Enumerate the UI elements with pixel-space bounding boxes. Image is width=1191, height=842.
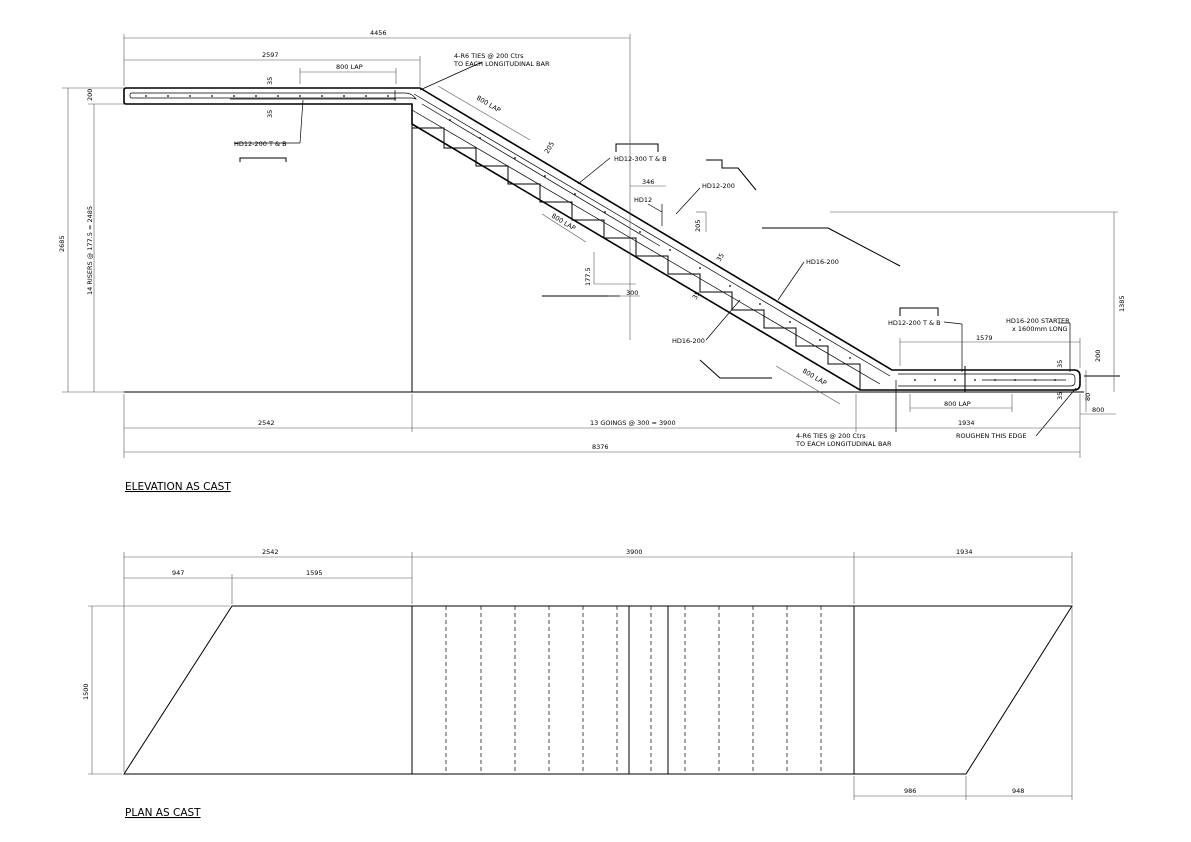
label-starter-2: x 1600mm LONG [1012,325,1068,333]
label-starter-1: HD16-200 STARTER [1006,317,1070,325]
dim-lap-slope-top: 800 LAP [475,94,502,115]
plan-dim-1934: 1934 [956,548,973,556]
dim-2542: 2542 [258,419,275,427]
label-hd12-300: HD12-300 T & B [614,155,667,163]
rebar-slope-bot [411,109,881,385]
dim-lap-slope-mid: 800 LAP [550,212,577,233]
dim-346: 346 [642,178,654,186]
dim-4456: 4456 [370,29,387,37]
dim-205-slope: 205 [543,140,556,155]
dim-35e: 35 [1056,360,1064,368]
bracket-left [239,157,287,162]
dim-177: 177.5 [584,267,592,286]
label-ties-bot-1: 4-R6 TIES @ 200 Ctrs [796,432,866,440]
dim-2597: 2597 [262,51,279,59]
bracket-right [899,307,939,316]
elevation-title: ELEVATION AS CAST [125,481,231,493]
dim-risers: 14 RISERS @ 177.5 = 2485 [86,206,94,295]
dim-35d: 35 [691,290,702,301]
dim-200-right: 200 [1094,350,1102,362]
plan-dim-948: 948 [1012,787,1024,795]
section-line-d [699,359,721,379]
label-hd16-upper: HD16-200 [806,258,839,266]
elevation-view: 4456 2597 800 LAP 35 35 200 14 RISERS @ … [58,29,1126,493]
step-profile [411,124,861,390]
dim-35a: 35 [266,77,274,85]
label-hd12: HD12 [634,196,652,204]
label-ties-top-1: 4-R6 TIES @ 200 Ctrs [454,52,524,60]
bracket-mid [615,143,659,152]
label-hd12-tb: HD12-200 T & B [234,140,287,148]
dim-8376: 8376 [592,443,609,451]
leaders [234,61,1077,437]
dim-205-right: 205 [694,220,702,232]
slab-outline [123,87,1081,391]
rebar-slope-top [413,93,891,377]
dimension-lines [62,34,1118,458]
rebar-slope-lap [421,103,661,247]
label-ties-top-2: TO EACH LONGITUDINAL BAR [453,60,550,68]
dim-300: 300 [626,289,638,297]
dim-80: 80 [1084,393,1092,401]
rebar-bottom-landing [898,373,1076,387]
plan-title: PLAN AS CAST [125,807,201,819]
label-ties-bot-2: TO EACH LONGITUDINAL BAR [795,440,892,448]
label-hd12-tb-right: HD12-200 T & B [888,319,941,327]
plan-dim-1500: 1500 [82,683,90,700]
rebar-top-landing [129,92,417,100]
section-line-b [827,227,901,267]
dim-1579: 1579 [976,334,993,342]
label-roughen: ROUGHEN THIS EDGE [956,432,1027,440]
dim-lap-top: 800 LAP [336,63,363,71]
dim-200-left: 200 [86,89,94,101]
plan-dim-3900: 3900 [626,548,643,556]
plan-view: 2542 3900 1934 947 1595 1500 986 948 PLA… [82,548,1073,819]
dim-35c: 35 [715,252,726,263]
dim-800: 800 [1092,406,1104,414]
plan-dim-986: 986 [904,787,916,795]
dim-1934: 1934 [958,419,975,427]
dim-1385: 1385 [1118,295,1126,312]
plan-outline [123,605,1073,775]
dim-2685: 2685 [58,235,66,252]
dim-35b: 35 [266,110,274,118]
dim-lap-bottom: 800 LAP [944,400,971,408]
dim-35f: 35 [1056,392,1064,400]
plan-dimension-lines [88,552,1073,800]
plan-dim-2542: 2542 [262,548,279,556]
break-symbol [706,159,757,191]
label-hd12-200: HD12-200 [702,182,735,190]
dim-goings: 13 GOINGS @ 300 = 3900 [590,419,676,427]
label-hd16-lower: HD16-200 [672,337,705,345]
plan-dim-947: 947 [172,569,184,577]
rebar-dots [145,95,1056,381]
tread-lines [445,606,822,774]
dim-lap-slope-bot: 800 LAP [801,367,828,388]
plan-dim-1595: 1595 [306,569,323,577]
